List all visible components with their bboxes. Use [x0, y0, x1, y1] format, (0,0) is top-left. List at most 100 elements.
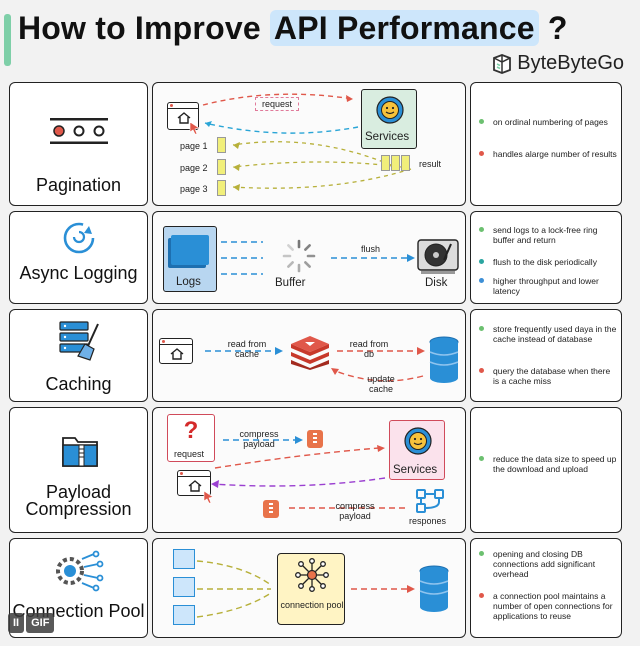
- database-icon: [419, 565, 449, 612]
- async-logging-label-panel: Async Logging: [9, 211, 148, 304]
- async-logging-notes-panel: send logs to a lock-free ring buffer and…: [470, 211, 622, 304]
- logs-box: Logs: [163, 226, 217, 292]
- cursor-icon: [203, 490, 214, 504]
- caching-note-2: query the database when there is a cache…: [479, 366, 617, 386]
- gif-badge: GIF: [26, 613, 55, 633]
- question-mark-icon: ?: [183, 417, 199, 444]
- database-icon: [429, 336, 459, 383]
- brand-name: ByteByteGo: [517, 52, 624, 74]
- page2-label: page 2: [180, 163, 208, 173]
- logs-label: Logs: [176, 276, 201, 288]
- title-highlight: API Performance: [269, 10, 539, 46]
- client-window-icon: [159, 338, 193, 364]
- payload-compression-label-panel: Payload Compression: [9, 407, 148, 533]
- async-logging-title: Async Logging: [19, 263, 138, 283]
- app-block-3: [173, 605, 195, 625]
- app-block-1: [173, 549, 195, 569]
- zip-file-icon: [263, 500, 279, 518]
- note-text: query the database when there is a cache…: [493, 366, 611, 386]
- network-hub-icon: [295, 558, 329, 592]
- note-dot-icon: [479, 278, 484, 283]
- compress-payload-label-2: compress payload: [335, 501, 375, 521]
- home-icon: [177, 112, 191, 124]
- note-text: handles alarge number of results: [493, 149, 617, 159]
- client-window-icon: [177, 470, 211, 496]
- note-text: on ordinal numbering of pages: [493, 117, 608, 127]
- home-icon: [170, 348, 184, 360]
- gif-overlay: II GIF: [8, 613, 55, 633]
- pagination-diagram-panel: request Services result page 1 page 2 pa…: [152, 82, 466, 206]
- pagination-icon: [50, 118, 108, 144]
- connection-pool-box: connection pool: [277, 553, 345, 625]
- pause-button[interactable]: II: [8, 613, 25, 633]
- pagination-request-label: request: [255, 97, 300, 111]
- buffer-label: Buffer: [275, 277, 306, 289]
- async-logging-arrows: [221, 241, 415, 275]
- logs-stack-icon: [171, 235, 209, 265]
- note-text: higher throughput and lower latency: [493, 276, 599, 296]
- caching-title: Caching: [45, 374, 112, 394]
- services-label: Services: [365, 131, 410, 143]
- title-prefix: How to Improve: [18, 10, 270, 46]
- flush-label: flush: [361, 244, 381, 254]
- client-window-icon: [167, 102, 199, 130]
- caching-arrows: [205, 347, 425, 382]
- payload-compression-arrows: [211, 436, 405, 509]
- gear-icon: [404, 427, 432, 455]
- zip-file-icon: [307, 430, 323, 448]
- connection-gear-icon: [56, 550, 104, 592]
- payload-note-1: reduce the data size to speed up the dow…: [479, 454, 617, 474]
- note-text: store frequently used daya in the cache …: [493, 324, 617, 344]
- request-box: ? request: [167, 414, 215, 462]
- app-block-2: [173, 577, 195, 597]
- payload-compression-title: Payload Compression: [25, 482, 132, 519]
- brand: ByteByteGo: [491, 52, 624, 75]
- disk-label: Disk: [425, 277, 448, 289]
- pagination-label-panel: Pagination: [9, 82, 148, 206]
- read-from-cache-label: read from cache: [227, 339, 267, 359]
- connection-pool-diagram-panel: connection pool: [152, 538, 466, 638]
- page3-label: page 3: [180, 184, 208, 194]
- note-dot-icon: [479, 326, 484, 331]
- async-note-1: send logs to a lock-free ring buffer and…: [479, 225, 617, 245]
- note-dot-icon: [479, 227, 484, 232]
- note-text: a connection pool maintains a number of …: [493, 591, 613, 621]
- page1-label: page 1: [180, 141, 208, 151]
- async-note-2: flush to the disk periodically: [479, 257, 617, 267]
- note-dot-icon: [479, 593, 484, 598]
- caching-notes-panel: store frequently used daya in the cache …: [470, 309, 622, 402]
- compress-payload-label-1: compress payload: [239, 429, 279, 449]
- response-flow-icon: [416, 489, 444, 513]
- home-icon: [188, 480, 202, 492]
- connection-pool-notes-panel: opening and closing DB connections add s…: [470, 538, 622, 638]
- connection-pool-label: connection pool: [280, 600, 344, 610]
- async-refresh-icon: [63, 222, 95, 254]
- note-dot-icon: [479, 368, 484, 373]
- note-dot-icon: [479, 151, 484, 156]
- caching-note-1: store frequently used daya in the cache …: [479, 324, 617, 344]
- pagination-note-1: on ordinal numbering of pages: [479, 117, 617, 127]
- async-logging-diagram-panel: Logs Buffer flush Disk: [152, 211, 466, 304]
- connection-pool-arrows: [196, 560, 415, 618]
- redis-cache-icon: [291, 336, 329, 370]
- note-text: send logs to a lock-free ring buffer and…: [493, 225, 598, 245]
- pagination-title: Pagination: [35, 175, 122, 195]
- cache-server-broom-icon: [59, 321, 99, 361]
- pagination-notes-panel: on ordinal numbering of pages handles al…: [470, 82, 622, 206]
- update-cache-label: update cache: [367, 374, 395, 394]
- pagination-note-2: handles alarge number of results: [479, 149, 617, 159]
- result-label: result: [419, 159, 442, 169]
- services-box: Services: [361, 89, 417, 149]
- note-text: opening and closing DB connections add s…: [493, 549, 596, 579]
- page1-block: [217, 137, 226, 153]
- responses-label: respones: [409, 516, 447, 526]
- payload-compression-notes-panel: reduce the data size to speed up the dow…: [470, 407, 622, 533]
- note-dot-icon: [479, 456, 484, 461]
- note-dot-icon: [479, 551, 484, 556]
- zip-folder-icon: [62, 437, 98, 467]
- note-dot-icon: [479, 119, 484, 124]
- page2-block: [217, 159, 226, 175]
- bytebytego-logo-icon: [493, 53, 512, 74]
- title-accent-bar: [4, 14, 11, 66]
- note-text: flush to the disk periodically: [493, 257, 597, 267]
